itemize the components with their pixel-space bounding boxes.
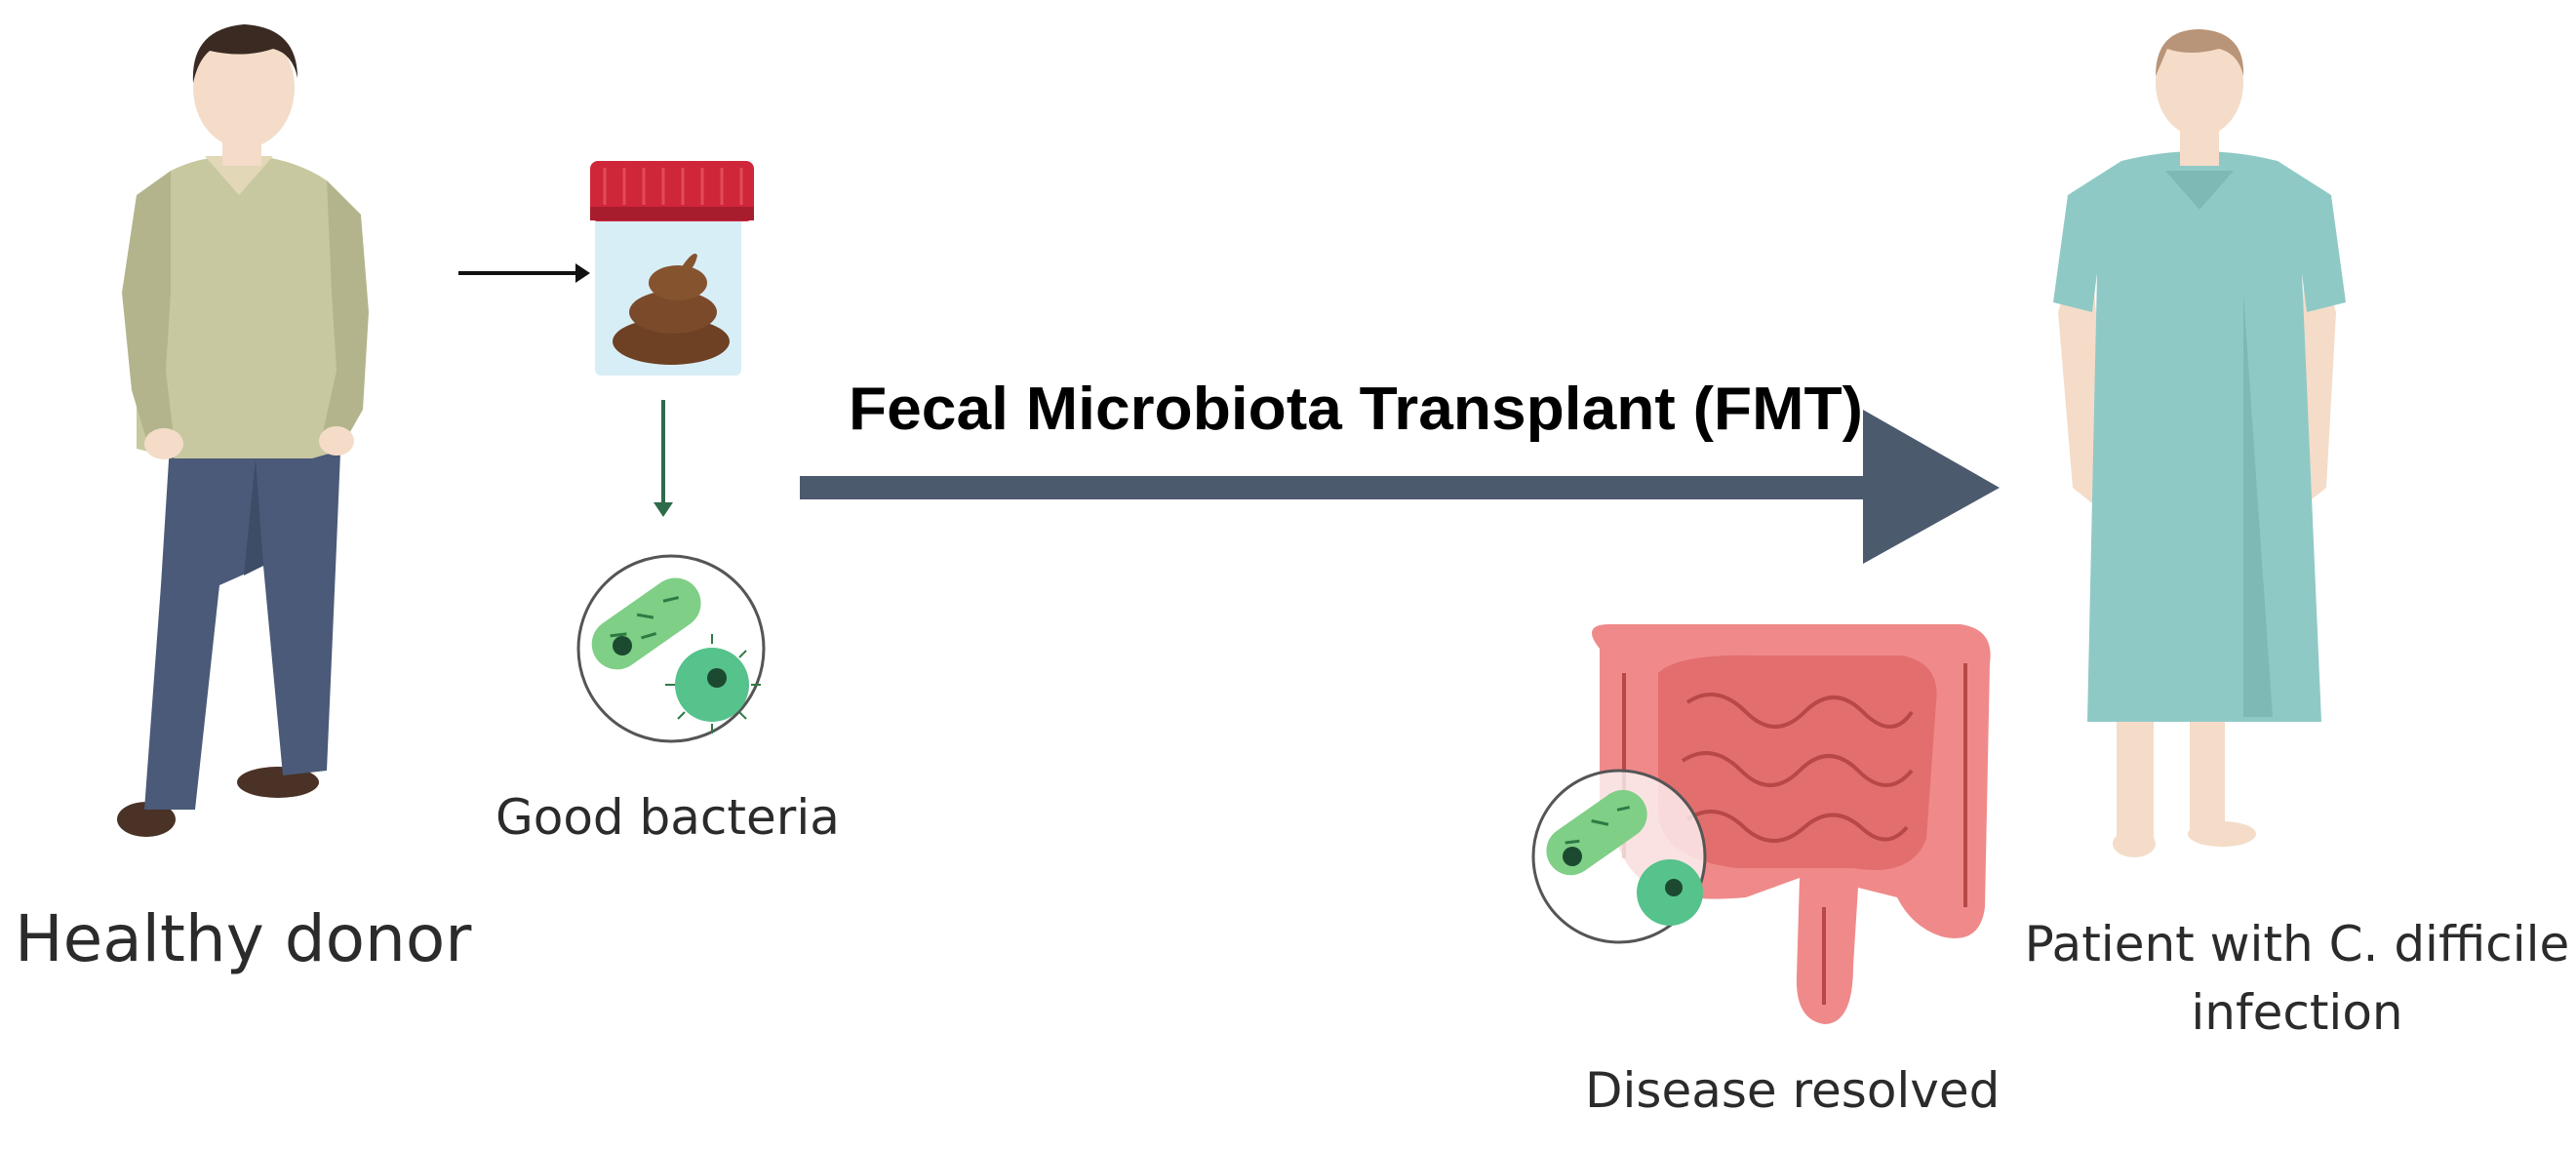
patient-figure — [2053, 29, 2346, 857]
patient-label-line1: Patient with C. difficile — [2025, 916, 2570, 972]
healthy-donor-label: Healthy donor — [15, 901, 472, 976]
stool-sample-jar-icon — [590, 161, 754, 376]
fmt-title: Fecal Microbiota Transplant (FMT) — [849, 376, 1863, 443]
disease-resolved-label: Disease resolved — [1585, 1062, 2000, 1119]
fmt-main-arrow — [800, 410, 2000, 564]
intestine-icon — [1592, 624, 1991, 1024]
good-bacteria-label: Good bacteria — [495, 789, 840, 846]
donor-to-jar-arrow — [458, 263, 590, 283]
healthy-donor-figure — [117, 24, 369, 837]
good-bacteria-icon — [576, 554, 766, 743]
patient-label-line2: infection — [2191, 984, 2402, 1041]
jar-to-bacteria-arrow — [654, 400, 673, 517]
intestine-bacteria-icon — [1531, 769, 1707, 944]
